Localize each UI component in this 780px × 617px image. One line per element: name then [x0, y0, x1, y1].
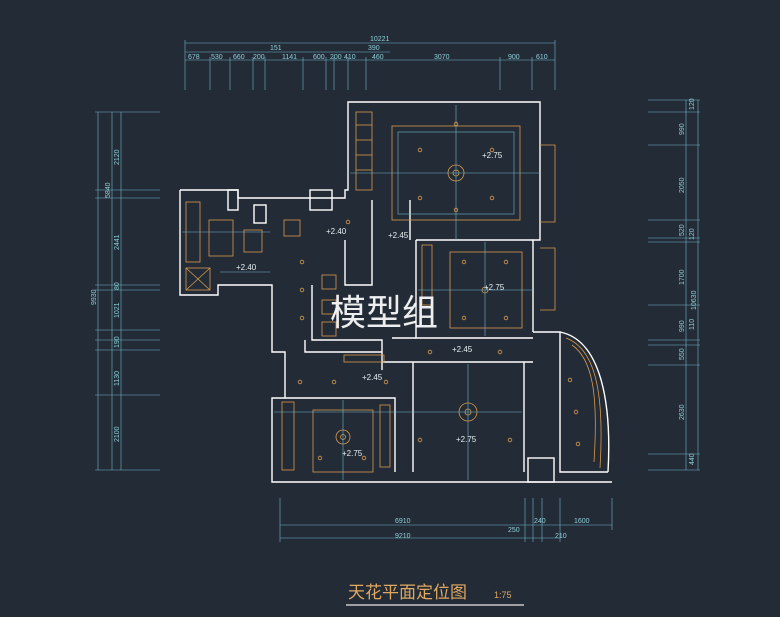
dim-left: 2100 [114, 426, 121, 442]
dim-left: 1130 [114, 371, 121, 386]
dim-right: 550 [679, 348, 686, 360]
dim-top: 3070 [434, 54, 450, 61]
dim-right: 990 [679, 123, 686, 135]
level-label: +2.75 [484, 283, 505, 292]
level-label: +2.40 [236, 263, 257, 272]
dim-bottom: 6910 [395, 518, 411, 525]
level-label: +2.45 [362, 373, 383, 382]
dim-right: 110 [689, 319, 696, 330]
dim-top-sub: 151 [270, 45, 282, 52]
right-dimension-chain: 120 990 2050 520 120 1700 10630 990 110 … [648, 98, 700, 471]
dim-top: 900 [508, 54, 520, 61]
dim-left: 1021 [114, 302, 121, 318]
level-label: +2.45 [452, 345, 473, 354]
downlights [297, 121, 581, 461]
level-label: +2.40 [326, 227, 347, 236]
dim-top: 678 [188, 54, 200, 61]
dim-left: 2441 [114, 234, 121, 250]
level-label: +2.75 [456, 435, 477, 444]
dim-top: 410 [344, 54, 356, 61]
dim-left: 2120 [114, 149, 121, 165]
dim-top-sub: 390 [368, 45, 380, 52]
drawing-title-block: 天花平面定位图 1:75 [346, 583, 524, 606]
dim-left: 5840 [105, 182, 112, 198]
dim-bottom: 250 [508, 527, 520, 534]
left-dimension-chain: 2120 5840 2441 80 1021 190 1130 2100 993… [91, 111, 160, 471]
drawing-title: 天花平面定位图 [348, 583, 467, 603]
top-dimension-chain: 10221 151 390 678 530 660 200 1141 600 2… [184, 36, 556, 90]
dim-top: 610 [536, 54, 548, 61]
dim-left: 190 [114, 336, 121, 348]
dim-top: 1141 [282, 54, 297, 61]
dim-bottom: 1600 [574, 518, 590, 525]
dim-top: 200 [330, 54, 342, 61]
dim-bottom: 210 [555, 533, 567, 540]
bottom-dimension-chain: 6910 250 240 1600 9210 210 [279, 498, 613, 542]
reference-lines [182, 105, 540, 480]
wall-outline [179, 101, 612, 483]
ceiling-level-labels: +2.75 +2.40 +2.45 +2.40 +2.75 +2.45 +2.4… [236, 151, 505, 458]
dim-right: 440 [689, 453, 696, 465]
dim-right: 120 [689, 228, 696, 240]
dim-right: 520 [679, 224, 686, 236]
dim-right: 2630 [679, 404, 686, 420]
dim-right: 120 [689, 98, 696, 110]
dim-right: 1700 [679, 269, 686, 285]
dim-left-total: 9930 [91, 289, 98, 305]
dim-right: 2050 [679, 177, 686, 193]
drawing-scale: 1:75 [494, 590, 512, 600]
dim-right-total: 10630 [691, 290, 698, 310]
watermark-text: 模型组 [330, 293, 438, 334]
dim-top: 530 [211, 54, 223, 61]
dim-right: 990 [679, 320, 686, 332]
level-label: +2.75 [342, 449, 363, 458]
dim-top: 600 [313, 54, 325, 61]
level-label: +2.75 [482, 151, 503, 160]
dim-left: 80 [114, 282, 121, 290]
dim-top-total: 10221 [370, 36, 390, 43]
dim-top: 460 [372, 54, 384, 61]
dim-bottom-total: 9210 [395, 533, 411, 540]
level-label: +2.45 [388, 231, 409, 240]
dim-top: 660 [233, 54, 245, 61]
dim-bottom: 240 [534, 518, 546, 525]
dim-top: 200 [253, 54, 265, 61]
ceiling-features [185, 111, 523, 473]
